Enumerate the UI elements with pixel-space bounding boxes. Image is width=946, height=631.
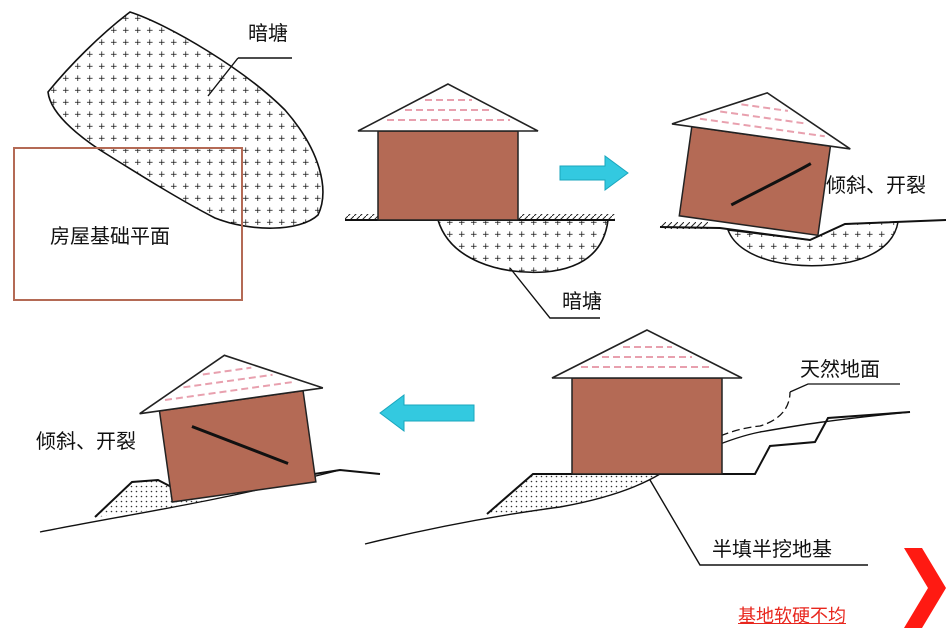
tilt-crack-top-label: 倾斜、开裂	[826, 173, 926, 197]
house-bottom-right	[551, 329, 743, 475]
fill-bottom-left-shape	[95, 480, 210, 517]
pond-collapse-shape	[726, 221, 899, 267]
natural-ground-leader	[789, 383, 900, 393]
pond-bottom-label: 暗塘	[562, 289, 602, 313]
pond-bottom-leader	[509, 267, 600, 319]
tilt-crack-bottom-label: 倾斜、开裂	[36, 429, 136, 453]
next-slide-link[interactable]: 基地软硬不均	[738, 606, 846, 627]
arrow-right-icon	[559, 155, 629, 191]
house-tilted-bottom	[139, 354, 324, 503]
pond-top-leader	[207, 57, 239, 97]
pond-plan-shape	[47, 11, 324, 229]
cut-slope-line	[486, 411, 911, 515]
half-fill-label: 半填半挖地基	[712, 537, 832, 561]
pond-top-label: 暗塘	[248, 21, 288, 45]
foundation-plan-box	[13, 147, 243, 301]
house-tilted-top	[671, 91, 851, 237]
foundation-plan-label: 房屋基础平面	[50, 224, 170, 248]
pond-section-shape	[436, 219, 609, 274]
half-fill-leader	[649, 479, 868, 566]
arrow-left-icon	[379, 394, 475, 432]
natural-ground-label: 天然地面	[800, 357, 880, 381]
fill-zone-shape	[487, 474, 660, 514]
house-stable	[357, 83, 539, 221]
chevron-right-icon[interactable]	[896, 548, 946, 628]
